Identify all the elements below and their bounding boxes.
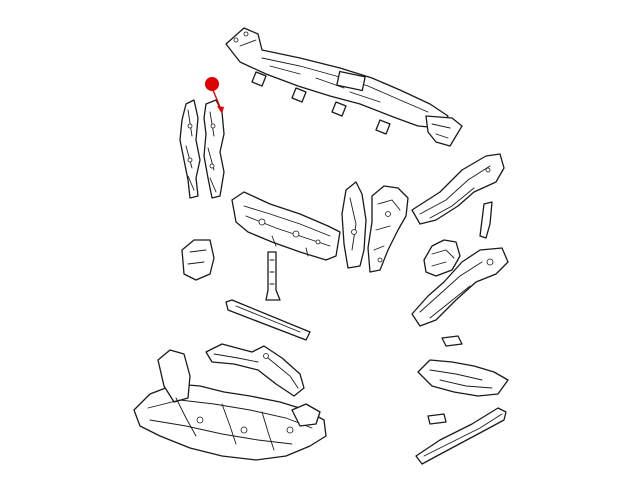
front-floor-pan[interactable] (133, 349, 327, 461)
a-pillar-reinforcement-right[interactable] (203, 99, 225, 199)
inner-pillar-assembly[interactable] (341, 181, 409, 273)
rear-floor-pan[interactable] (417, 359, 509, 397)
small-bracket-a[interactable] (479, 201, 493, 239)
wheelhouse-bracket[interactable] (423, 239, 461, 277)
small-plate[interactable] (427, 413, 447, 425)
floor-crossmember[interactable] (205, 343, 305, 397)
cowl-side-panel[interactable] (181, 239, 215, 281)
cowl-top-panel[interactable] (225, 27, 463, 147)
small-bracket-b[interactable] (441, 335, 463, 347)
dash-panel[interactable] (231, 191, 341, 261)
center-bracket[interactable] (265, 251, 281, 301)
a-pillar-reinforcement-left[interactable] (179, 99, 201, 199)
front-rail-upper[interactable] (411, 153, 505, 225)
rocker-panel[interactable] (415, 407, 507, 465)
front-rail-lower[interactable] (411, 247, 509, 327)
sill-reinforcement[interactable] (225, 299, 311, 341)
callout-marker (205, 77, 224, 114)
